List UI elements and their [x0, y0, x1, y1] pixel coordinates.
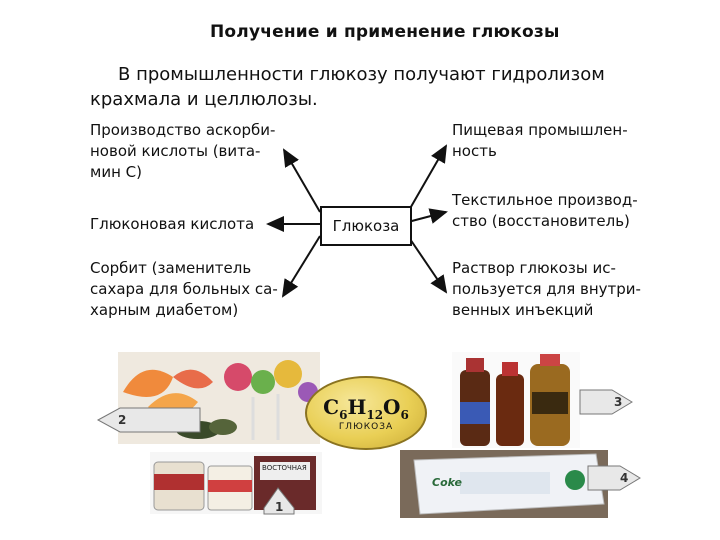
bag-label: Coke [432, 476, 463, 489]
pointer-4 [587, 465, 641, 491]
text-line: Глюконовая кислота [90, 215, 255, 233]
pointer-3 [579, 389, 633, 415]
right-item-food: Пищевая промышлен- ность [452, 120, 628, 162]
glucose-formula-badge: C6H12O6 ГЛЮКОЗА [305, 376, 427, 450]
bottles-photo [452, 352, 580, 448]
page-title: Получение и применение глюкозы [210, 22, 560, 42]
text-line: мин С) [90, 163, 142, 181]
tag-3: 3 [614, 395, 623, 409]
text-line: Производство аскорби- [90, 121, 276, 139]
tag-1: 1 [275, 500, 284, 514]
arrow-to-textile [407, 208, 448, 224]
text-line: харным диабетом) [90, 301, 239, 319]
text-line: новой кислоты (вита- [90, 142, 261, 160]
text-line: Пищевая промышлен- [452, 121, 628, 139]
right-item-solution: Раствор глюкозы ис- пользуется для внутр… [452, 258, 641, 321]
jars-illustration [153, 456, 316, 511]
text-line: Текстильное производ- [452, 191, 638, 209]
right-item-textile: Текстильное производ- ство (восстановите… [452, 190, 638, 232]
arrow-to-sorbit [281, 235, 321, 298]
bag-illustration [400, 450, 608, 518]
left-item-ascorbic: Производство аскорби- новой кислоты (вит… [90, 120, 275, 183]
intro-text: В промышленности глюкозу получают гидрол… [90, 64, 605, 110]
text-line: венных инъекций [452, 301, 594, 319]
glucose-box: Глюкоза [320, 206, 412, 246]
formula-name: ГЛЮКОЗА [338, 421, 394, 432]
arrow-to-food [407, 144, 447, 213]
arrow-to-solution [407, 235, 448, 294]
text-line: Сорбит (заменитель [90, 259, 252, 277]
text-line: ство (восстановитель) [452, 212, 630, 230]
left-item-sorbit: Сорбит (заменитель сахара для больных са… [90, 258, 278, 321]
text-line: пользуется для внутри- [452, 280, 641, 298]
text-line: сахара для больных са- [90, 280, 278, 298]
formula-text: C6H12O6 [323, 394, 409, 422]
pointer-2 [96, 407, 201, 433]
bottles-illustration [460, 354, 570, 446]
left-item-gluconic: Глюконовая кислота [90, 214, 254, 235]
text-line: ность [452, 142, 497, 160]
jar-label: ВОСТОЧНАЯ [262, 464, 307, 472]
pointer-1 [263, 487, 295, 515]
bag-photo: Coke [400, 450, 608, 518]
arrow-to-ascorbic [282, 148, 321, 213]
tag-4: 4 [620, 471, 629, 485]
jars-photo: ВОСТОЧНАЯ [150, 452, 322, 514]
tag-2: 2 [118, 413, 127, 427]
text-line: Раствор глюкозы ис- [452, 259, 616, 277]
